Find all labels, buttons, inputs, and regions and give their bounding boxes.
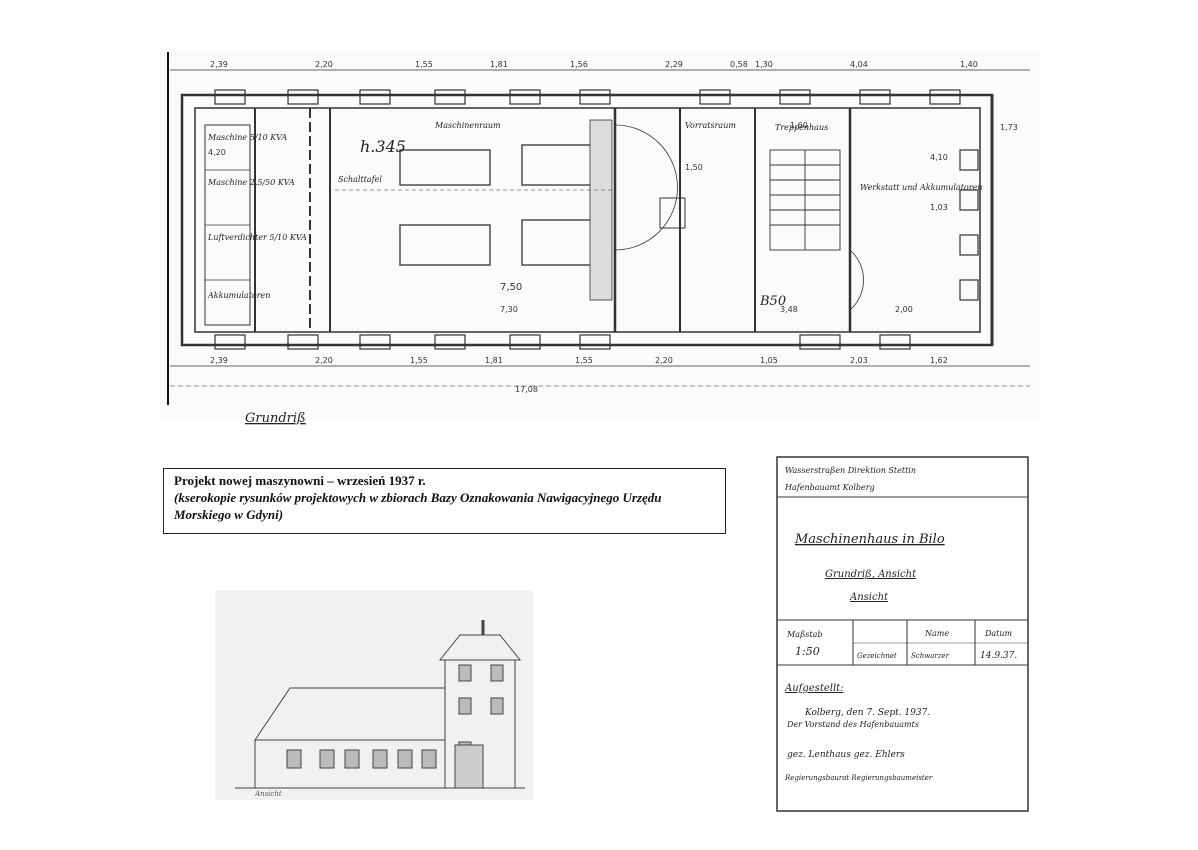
dim-top-6: 2,29 (665, 60, 683, 69)
date-value: 14.9.37. (980, 651, 1017, 661)
room-store: Vorratsraum (685, 121, 736, 130)
room-accumulator: Akkumulatoren (207, 291, 270, 300)
dim-top-10: 1,40 (960, 60, 978, 69)
dim-bottom-3: 1,55 (410, 356, 428, 365)
scale-note: B50 (759, 294, 786, 309)
note-8: 2,00 (895, 305, 913, 314)
note-5: 7,50 (500, 282, 522, 293)
note-7: 3,48 (780, 305, 798, 314)
dim-total: 17,08 (515, 385, 538, 394)
roles: Regierungsbaurat Regierungsbaumeister (784, 774, 933, 782)
name-label: Name (924, 629, 949, 638)
authority-1: Wasserstraßen Direktion Stettin (785, 466, 916, 475)
dim-bottom-1: 2,39 (210, 356, 228, 365)
dim-top-4: 1,81 (490, 60, 508, 69)
dim-bottom-4: 1,81 (485, 356, 503, 365)
drawn-by: Schwarzer (911, 652, 950, 660)
plan-heading: Grundriß (245, 411, 306, 426)
room-generator-1: Maschine 5/10 KVA (207, 133, 287, 142)
drawing-title: Grundriß, Ansicht (825, 569, 917, 580)
dim-bottom-5: 1,55 (575, 356, 593, 365)
scale-label: Maßstab (786, 630, 823, 639)
dim-top-8: 1,30 (755, 60, 773, 69)
title-block: Wasserstraßen Direktion Stettin Hafenbau… (775, 455, 1030, 815)
drawn-label: Gezeichnet (857, 652, 897, 660)
note-6: 7,30 (500, 305, 518, 314)
note-9: 1,60 (790, 121, 808, 130)
room-main-hall: Maschinenraum (434, 121, 501, 130)
project-title: Maschinenhaus in Bilo (794, 532, 945, 547)
pencil-note: h.345 (360, 137, 406, 156)
authority-2: Hafenbauamt Kolberg (784, 483, 875, 492)
floor-plan: 2,39 2,20 1,55 1,81 1,56 2,29 0,58 1,30 … (160, 50, 1040, 430)
room-generator-3: Luftverdichter 5/10 KVA (207, 233, 307, 242)
date-label: Datum (984, 629, 1013, 638)
dim-top-1: 2,39 (210, 60, 228, 69)
dim-bottom-9: 1,62 (930, 356, 948, 365)
note-1: 4,20 (208, 148, 226, 157)
caption-title: Projekt nowej maszynowni – wrzesień 1937… (174, 473, 426, 488)
caption-subtitle: (kserokopie rysunków projektowych w zbio… (174, 490, 662, 522)
elevation-drawing: Ansicht (215, 590, 533, 800)
dim-top-3: 1,55 (415, 60, 433, 69)
dim-bottom-6: 2,20 (655, 356, 673, 365)
dim-top-2: 2,20 (315, 60, 333, 69)
scale-value: 1:50 (795, 645, 820, 658)
caption-box: Projekt nowej maszynowni – wrzesień 1937… (163, 468, 726, 534)
dim-top-5: 1,56 (570, 60, 588, 69)
signatures: gez. Lenthaus gez. Ehlers (787, 750, 905, 760)
approved-heading: Aufgestellt: (784, 683, 844, 694)
dim-bottom-8: 2,03 (850, 356, 868, 365)
note-10: 1,50 (685, 163, 703, 172)
elevation-label: Ansicht (254, 790, 282, 798)
note-2: 4,10 (930, 153, 948, 162)
dim-bottom-2: 2,20 (315, 356, 333, 365)
approved-line: Kolberg, den 7. Sept. 1937. (804, 708, 930, 718)
room-switchboard: Schalttafel (338, 175, 382, 184)
approved-by: Der Vorstand des Hafenbauamts (786, 720, 919, 729)
room-workshop: Werkstatt und Akkumulatoren (860, 183, 982, 192)
room-stairs: Treppenhaus (775, 123, 828, 132)
dim-bottom-7: 1,05 (760, 356, 778, 365)
note-3: 1,03 (930, 203, 948, 212)
room-generator-2: Maschine 2,5/50 KVA (207, 178, 295, 187)
drawing-title-2: Ansicht (849, 592, 889, 603)
note-4: 1,73 (1000, 123, 1018, 132)
dim-top-9: 4,04 (850, 60, 868, 69)
dim-top-7: 0,58 (730, 60, 748, 69)
